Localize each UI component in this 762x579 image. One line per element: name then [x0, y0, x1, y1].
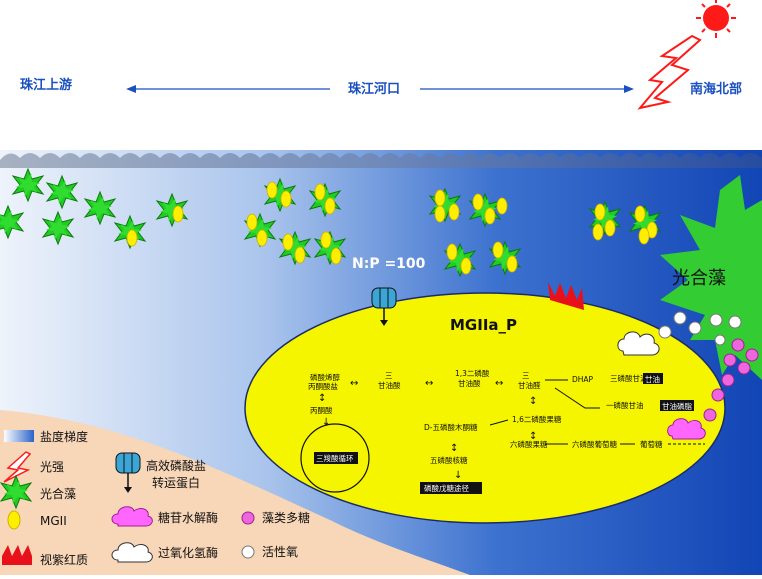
legend-algae: 光合藻: [40, 486, 76, 501]
node-fbp: 1,6二磷酸果糖: [512, 414, 562, 424]
glycosidase-cloud: [667, 418, 706, 440]
node-pep-1: 磷酸烯醇: [310, 372, 340, 382]
node-triose1-b: 甘油酸: [378, 380, 401, 390]
legend-polysaccharide-icon: [241, 511, 255, 525]
boxed-products: 甘油 甘油磷脂 磷酸戊糖途径: [420, 373, 694, 494]
rhodopsin: [548, 282, 584, 310]
node-glycerol2: 一磷酸甘油: [606, 400, 644, 410]
node-glycerol-out: 甘油: [645, 374, 660, 384]
node-tca: 三羧酸循环: [316, 453, 354, 463]
node-dhap: DHAP: [572, 375, 594, 384]
metabolic-pathway: 磷酸烯醇 丙酮酸盐 丙酮酸 三 甘油酸 1,3二磷酸 甘油酸 三 甘油醛 DHA…: [308, 368, 663, 465]
legend-catalase: 过氧化氢酶: [158, 545, 218, 560]
svg-text:↓: ↓: [454, 470, 462, 481]
label-south-sea: 南海北部: [690, 81, 742, 97]
legend-rhodopsin-icon: [2, 545, 32, 565]
legend-salinity: 盐度梯度: [40, 429, 88, 444]
svg-text:↔: ↔: [495, 378, 503, 389]
legend-mgii: MGII: [40, 514, 67, 528]
node-g6p: 六磷酸葡萄糖: [572, 439, 617, 449]
label-upstream: 珠江上游: [20, 77, 72, 93]
bloom-label: 光合藻: [672, 268, 726, 289]
node-triose2-a: 三: [522, 371, 530, 380]
svg-text:↕: ↕: [529, 431, 537, 442]
node-triose1-a: 三: [385, 371, 393, 380]
cell-title: MGIIa_P: [450, 316, 517, 334]
water-surface-waves: [0, 153, 762, 168]
legend-rhodopsin: 视紫红质: [40, 552, 88, 567]
node-glycerol1: 三磷酸甘油: [610, 373, 648, 383]
legend-polysaccharide: 藻类多糖: [262, 510, 310, 525]
legend-ros-icon: [241, 545, 255, 559]
legend-catalase-icon: [111, 542, 153, 563]
legend-transporter-1: 高效磷酸盐: [146, 458, 206, 473]
node-xylulose: D-五磷酸木酮糖: [424, 422, 478, 432]
shore-sand: [0, 410, 470, 575]
gradient-arrows: [126, 85, 634, 93]
legend-glycosidase-icon: [111, 506, 153, 527]
svg-text:↔: ↔: [350, 378, 358, 389]
legend-mgii-icon: [7, 510, 21, 530]
phosphate-transporter: [371, 287, 397, 326]
node-pyruvate: 丙酮酸: [310, 405, 333, 415]
svg-text:↔: ↔: [425, 378, 433, 389]
svg-text:↓: ↓: [322, 417, 330, 428]
node-pep-2: 丙酮酸盐: [308, 381, 338, 391]
node-ppp: 磷酸戊糖途径: [424, 483, 469, 493]
sun-icon: [696, 0, 736, 38]
lightning-icon: [637, 34, 702, 110]
legend-glycosidase: 糖苷水解酶: [158, 510, 218, 525]
polysaccharide-dots: [703, 338, 759, 422]
mgii-cell: [244, 292, 726, 524]
catalase-cloud: [617, 331, 660, 356]
legend-transporter-2: 转运蛋白: [152, 475, 200, 490]
node-glycerol-out2: 甘油磷脂: [662, 401, 692, 411]
np-ratio: N:P =100: [352, 256, 426, 272]
node-ribulose: 五磷酸核糖: [430, 455, 468, 465]
legend: 盐度梯度 光强 光合藻 MGII 视紫红质 高效磷酸盐 转运蛋白 糖苷水解酶 过…: [0, 429, 310, 567]
legend-salinity-swatch: [4, 430, 34, 442]
label-estuary: 珠江河口: [348, 81, 400, 97]
node-f6p: 六磷酸果糖: [510, 439, 548, 449]
node-bpg-b: 甘油酸: [458, 378, 481, 388]
node-glucose: 葡萄糖: [640, 439, 663, 449]
legend-light: 光强: [40, 460, 64, 474]
legend-ros: 活性氧: [262, 545, 298, 559]
node-bpg-a: 1,3二磷酸: [455, 368, 490, 378]
svg-text:↕: ↕: [450, 443, 458, 454]
svg-text:↕: ↕: [318, 393, 326, 404]
ros-dots: [658, 311, 742, 346]
photosynthetic-algae-bloom: [660, 175, 762, 380]
svg-text:↕: ↕: [529, 396, 537, 407]
pathway-arrows: ↔ ↔ ↔ ↕ ↕ ↕ ↕ ↓ ↓: [318, 378, 705, 481]
tca-circle: [300, 423, 370, 493]
node-triose2-b: 甘油醛: [518, 380, 541, 390]
legend-transporter-icon: [115, 452, 141, 493]
